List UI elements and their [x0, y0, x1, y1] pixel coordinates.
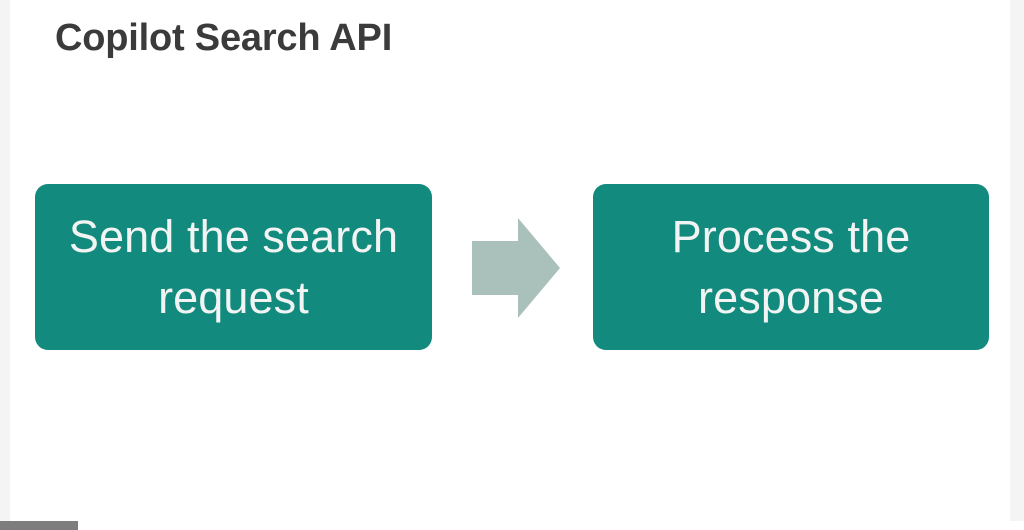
page-title: Copilot Search API	[55, 17, 393, 59]
process-step-process-response[interactable]: Process the response	[593, 184, 989, 350]
process-step-send-request[interactable]: Send the search request	[35, 184, 432, 350]
horizontal-scrollbar-thumb[interactable]	[0, 521, 78, 530]
page-gutter-left	[0, 0, 10, 530]
process-step-label: Send the search request	[68, 211, 399, 323]
process-step-label: Process the response	[671, 211, 911, 323]
right-arrow-icon	[472, 218, 560, 318]
page-gutter-right	[1010, 0, 1024, 530]
horizontal-scrollbar-track[interactable]	[0, 521, 1024, 530]
flow-connector	[470, 216, 562, 320]
